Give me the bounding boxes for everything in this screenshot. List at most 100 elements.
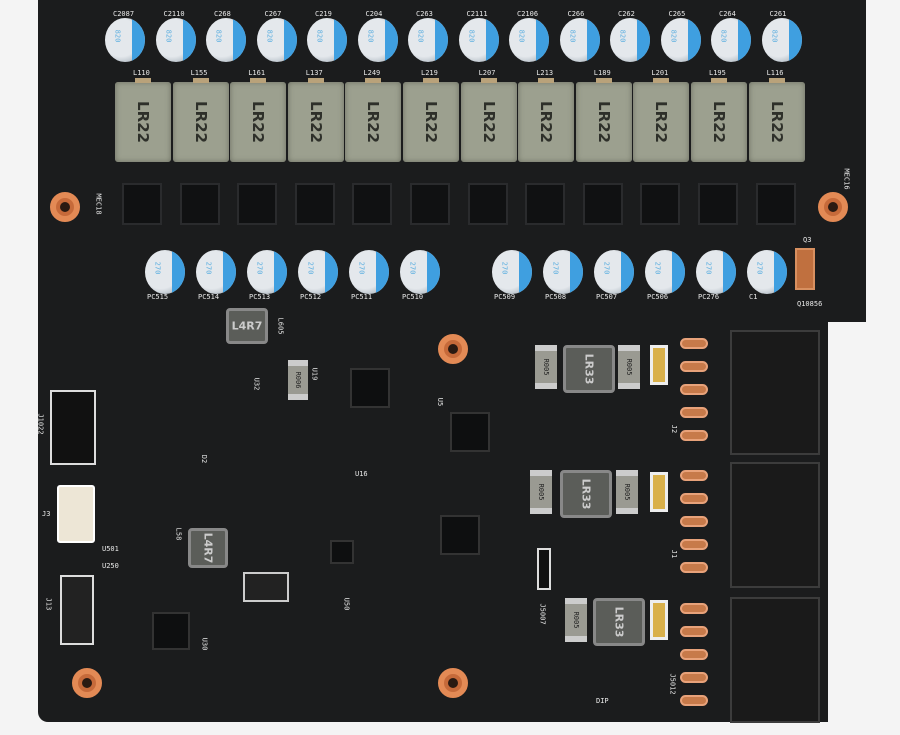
- capacitor: 270: [196, 250, 236, 294]
- fuse: [650, 472, 668, 512]
- power-stage-mosfet: [410, 183, 450, 225]
- component-marking: LR22: [652, 101, 671, 143]
- silk-label: J3: [42, 510, 51, 518]
- silk-label: PC514: [198, 293, 220, 301]
- silk-label: MEC18: [94, 193, 103, 215]
- component-marking: 820: [214, 29, 223, 43]
- component-marking: 270: [500, 261, 509, 275]
- component-marking: 270: [306, 261, 315, 275]
- ic-controller: [450, 412, 490, 452]
- silk-label: L195: [709, 69, 726, 77]
- silk-label: U501: [102, 545, 119, 553]
- connector-pin: [680, 407, 708, 418]
- connector-pin: [680, 649, 708, 660]
- mounting-hole: [72, 668, 102, 698]
- power-stage-mosfet: [294, 183, 335, 225]
- header-j13[interactable]: [60, 575, 94, 645]
- silk-label: C204: [365, 10, 383, 18]
- inductor-lr33: LR33: [560, 470, 612, 518]
- silk-label: PC506: [647, 293, 669, 301]
- power-stage-mosfet: [582, 183, 623, 225]
- silk-label: L116: [766, 69, 784, 77]
- silk-label: PC509: [494, 293, 516, 301]
- connector-j1022[interactable]: [50, 390, 96, 465]
- component-marking: LR22: [710, 101, 728, 143]
- component-marking: LR22: [537, 101, 556, 143]
- silk-label: PC508: [545, 293, 567, 301]
- fan-header-j3[interactable]: [57, 485, 95, 543]
- capacitor: 270: [349, 250, 389, 294]
- silk-label: J2: [670, 424, 679, 434]
- component-marking: LR22: [594, 101, 613, 143]
- inductor: LR22: [403, 78, 459, 162]
- connector-pin: [680, 672, 708, 683]
- connector-pin: [680, 338, 708, 349]
- component-marking: 820: [315, 29, 324, 43]
- silk-label: U50: [342, 597, 351, 611]
- power-stage-mosfet: [237, 183, 278, 225]
- silk-label: PC515: [147, 293, 169, 301]
- silk-label: DIP: [596, 697, 609, 705]
- silk-label: C263: [416, 10, 433, 18]
- component-marking: 820: [618, 29, 627, 43]
- silk-label: L219: [421, 69, 438, 77]
- shunt-resistor: R005: [618, 345, 640, 389]
- silk-label: C264: [719, 10, 736, 18]
- connector-pin: [680, 430, 708, 441]
- silk-label: L58: [174, 527, 183, 541]
- shunt-resistor: R005: [535, 345, 557, 389]
- ic-controller: [152, 612, 190, 650]
- power-stage-mosfet: [698, 183, 738, 225]
- capacitor: 820: [761, 18, 802, 62]
- shunt-resistor: R005: [616, 470, 638, 514]
- inductor-lr33: LR33: [593, 598, 645, 646]
- silk-label: PC511: [351, 293, 373, 301]
- capacitor: 270: [543, 250, 583, 294]
- inductor: LR22: [691, 78, 747, 162]
- power-connector-j5012[interactable]: [730, 597, 820, 723]
- inductor: LR22: [575, 78, 632, 162]
- silk-label: PC510: [402, 293, 424, 301]
- silk-label: C219: [315, 10, 332, 18]
- silk-label: U32: [252, 377, 261, 391]
- silk-label: L605: [276, 317, 285, 335]
- mounting-hole: [438, 668, 468, 698]
- component-marking: LR22: [479, 101, 498, 143]
- component-marking: 270: [153, 261, 162, 275]
- power-connector-j2[interactable]: [730, 330, 820, 455]
- component-marking: 820: [113, 29, 122, 43]
- capacitor: 820: [559, 18, 600, 62]
- inductor-l605: L4R7: [226, 308, 268, 344]
- component-marking: 820: [365, 29, 374, 43]
- inductor: LR22: [172, 78, 229, 162]
- pcb-board-lower: [38, 300, 828, 722]
- connector-pin: [680, 516, 708, 527]
- component-marking: LR22: [306, 101, 325, 143]
- silk-label: MEC16: [842, 168, 851, 190]
- connector-pin: [680, 626, 708, 637]
- capacitor: 270: [747, 250, 787, 294]
- component-marking: 820: [719, 29, 728, 43]
- header-j5007[interactable]: [537, 548, 551, 590]
- capacitor: 270: [400, 250, 440, 294]
- capacitor: 820: [105, 18, 145, 62]
- connector-pin: [680, 695, 708, 706]
- silk-label: C265: [668, 10, 686, 18]
- silk-label: D2: [200, 454, 209, 464]
- silk-label: J5012: [668, 673, 677, 695]
- component-marking: 820: [416, 29, 425, 43]
- component-marking: 820: [567, 29, 576, 43]
- silk-label: C268: [214, 10, 231, 18]
- silk-label: L201: [651, 69, 669, 77]
- inductor: LR22: [633, 78, 690, 162]
- inductor: LR22: [748, 78, 805, 162]
- silk-label: C2106: [517, 10, 539, 18]
- mounting-hole: [50, 192, 80, 222]
- power-connector-j1[interactable]: [730, 462, 820, 588]
- silk-label: U5: [436, 397, 445, 407]
- connector-pin: [680, 493, 708, 504]
- silk-label: L189: [593, 69, 611, 77]
- silk-label: U250: [102, 562, 119, 570]
- component-marking: 270: [408, 261, 417, 275]
- capacitor: 820: [509, 18, 549, 62]
